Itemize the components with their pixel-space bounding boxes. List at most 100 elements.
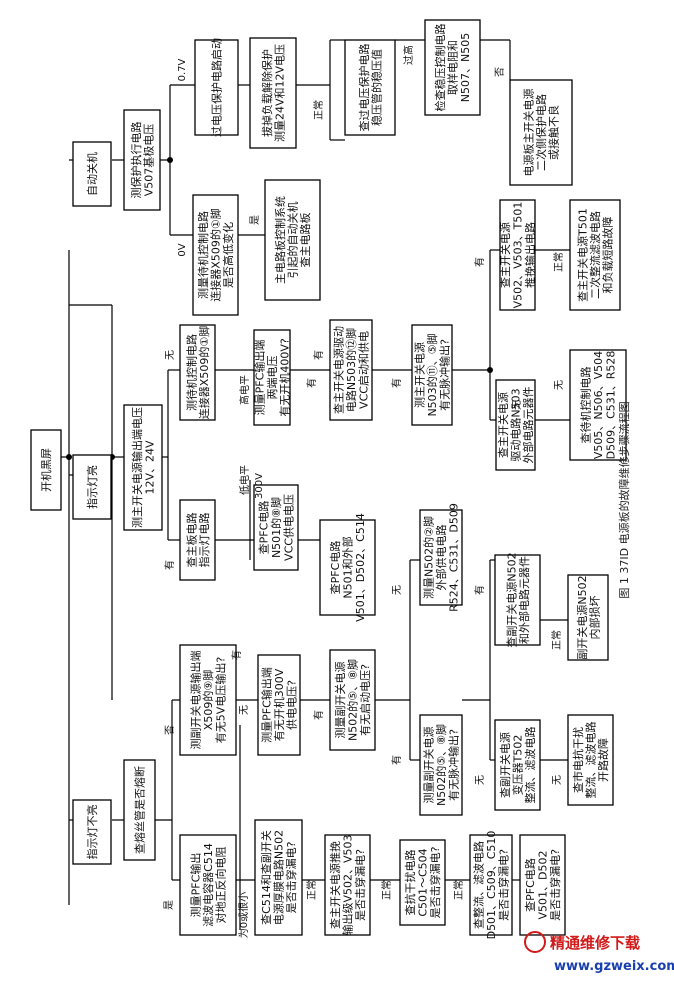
edge-label: 有 — [390, 378, 403, 388]
node-text: 查PFC电路N501和外部V501、D502、C514 — [328, 513, 367, 622]
node-box — [179, 834, 237, 936]
edge-label: 有 — [230, 650, 243, 660]
edge-label: 无 — [392, 585, 403, 595]
node-box — [192, 194, 239, 316]
node-text: 查过电压保护电路稳压管的稳压值 — [357, 44, 384, 132]
edge-label: 无 — [239, 705, 250, 715]
edge-label: 低电平 — [238, 465, 251, 495]
node-text: 副开关电源N502内部损坏 — [575, 575, 602, 659]
node-box — [494, 719, 541, 811]
node-c1: 查熔丝管是否熔断 — [123, 759, 156, 861]
node-box — [257, 654, 301, 756]
node-box — [254, 819, 303, 936]
node-box — [419, 509, 463, 606]
node-b1: 测主开关电源输出端电压12V、24V — [123, 404, 163, 531]
node-text: 查抗干扰电路C501～C504是否击穿漏电? — [403, 846, 442, 918]
edge-label: 有 — [312, 710, 325, 720]
node-box — [329, 319, 373, 421]
edge-label: 有 — [163, 560, 176, 570]
node-text: 查副开关电源N502和外部电路元器件 — [504, 552, 531, 647]
junction-dot — [487, 367, 493, 373]
node-indicator-off: 指示灯不亮 — [72, 799, 112, 865]
node-box — [424, 19, 481, 116]
node-text: 测量副开关电源N502的⑤、⑧脚有无脉冲输出? — [422, 724, 461, 806]
node-text: 测量PFC输出端两端电压有无开机400V? — [253, 338, 292, 417]
node-box — [569, 349, 627, 461]
watermark-url: www.gzweix.com — [554, 959, 674, 974]
node-b7: 查PFC电路N501和外部V501、D502、C514 — [319, 513, 376, 622]
watermark: 精通维修下载 www.gzweix.com — [524, 931, 674, 974]
node-c4: 测量副开关电源N502的⑤、⑧脚有无启动电压? — [329, 649, 376, 751]
node-text: 查熔丝管是否熔断 — [133, 766, 147, 854]
node-box — [72, 454, 112, 520]
edge-label: 否 — [494, 67, 506, 77]
node-c2: 测副开关电源输出端X509的⑨脚有无5V电压输出? — [179, 644, 237, 756]
edge-label: 是 — [163, 900, 175, 910]
node-b11: 查待机控制电路V505、N506、V504D509、C531、R528 — [569, 349, 627, 461]
watermark-logo-icon — [524, 931, 546, 953]
node-c5: 测量N502的②脚外部供电电路R524、C531、D509 — [419, 503, 463, 612]
edge-label: 有 — [312, 350, 325, 360]
node-box — [344, 39, 396, 136]
edge-label: 正常 — [550, 630, 563, 650]
node-box — [569, 199, 621, 311]
node-text: 查主开关电源V502、V503、T501推挽输出电路 — [498, 202, 537, 309]
node-text: 拔掉负载解除保护测量24V和12V电压 — [260, 44, 287, 142]
node-d1: 测量PFC输出滤波电容器C514对地正反向电阻 — [179, 834, 237, 936]
node-a7: 测量待机控制电路连接器X509的①脚是否高低变化 — [192, 194, 239, 316]
node-text: 查PFC电路V501、D502是否击穿漏电? — [523, 849, 562, 921]
junction-dot — [66, 454, 72, 460]
node-a2: 过电压保护电路启动 — [194, 38, 239, 137]
edge-label: 正常 — [452, 880, 465, 900]
node-text: 查整流、滤波电路D501、C509、C510是否击穿漏电? — [472, 831, 511, 940]
node-a3: 拔掉负载解除保护测量24V和12V电压 — [249, 37, 297, 149]
node-box — [253, 484, 299, 571]
node-text: 查C514和查副开关电源厚膜电路N502是否击穿漏电? — [259, 830, 298, 925]
node-box — [253, 329, 291, 426]
node-text: 测主开关电源N503的⑪、⑤脚有无脉冲输出? — [413, 333, 452, 416]
node-c3: 测量PFC输出端有无开机300V供电电压? — [257, 654, 301, 756]
edge-label: 过高 — [402, 45, 415, 65]
node-box — [399, 839, 446, 926]
node-b12: 查主开关电源T501二次整流滤波电路和负载短路故障 — [569, 199, 621, 311]
node-text: 测待机控制电路连接器X509的①脚 — [184, 326, 211, 419]
node-d3: 查主开关电源推挽输出级V502、V503是否击穿漏电? — [324, 834, 371, 936]
edge-label: 有 — [473, 257, 486, 267]
node-box — [123, 109, 161, 211]
node-box — [509, 79, 573, 186]
node-text: 自动关机 — [85, 152, 99, 196]
node-box — [72, 799, 112, 865]
node-indicator-on: 指示灯亮 — [72, 454, 112, 520]
node-box — [123, 759, 156, 861]
node-text: 指示灯不亮 — [85, 805, 99, 860]
node-box — [495, 379, 536, 471]
node-a8: 主电路板控制系统引起的自动关机查主电路板 — [264, 179, 321, 301]
node-box — [123, 404, 163, 531]
node-text: 测量副开关电源N502的⑤、⑧脚有无启动电压? — [333, 659, 372, 741]
edge-label: 是 — [249, 215, 261, 225]
node-b5: 查主开关电源驱动电路N503的⑫脚VCC启动和供电 — [329, 319, 373, 421]
edge-label: 0.7V — [177, 58, 188, 81]
node-b6: 查PFC电路N501的⑧脚VCC供电电压 — [253, 484, 299, 571]
node-box — [329, 649, 376, 751]
node-box — [30, 429, 62, 511]
node-box — [72, 141, 112, 207]
node-b9: 查主开关电源驱动电路N503外部电路元器件 — [495, 379, 536, 471]
node-auto-off: 自动关机 — [72, 141, 112, 207]
edge-label: 有 — [305, 378, 318, 388]
node-a5: 检查稳压控制电路取样电阻和N507、N505 — [424, 19, 481, 116]
node-text: 主电路板控制系统引起的自动关机查主电路板 — [273, 196, 312, 284]
node-box — [179, 324, 216, 421]
node-text: 测副开关电源输出端X509的⑨脚有无5V电压输出? — [189, 651, 228, 750]
node-box — [179, 499, 216, 581]
edge-label: 正常 — [305, 880, 318, 900]
node-text: 检查稳压控制电路取样电阻和N507、N505 — [433, 24, 472, 112]
node-box — [264, 179, 321, 301]
node-b2: 查主板电路指示灯电路 — [179, 499, 216, 581]
edge-label: 无 — [554, 380, 565, 390]
node-box — [567, 574, 609, 661]
node-root: 开机黑屏 — [30, 429, 62, 511]
node-text: 查PFC电路N501的⑧脚VCC供电电压 — [257, 494, 296, 561]
watermark-title: 精通维修下载 — [550, 934, 640, 952]
